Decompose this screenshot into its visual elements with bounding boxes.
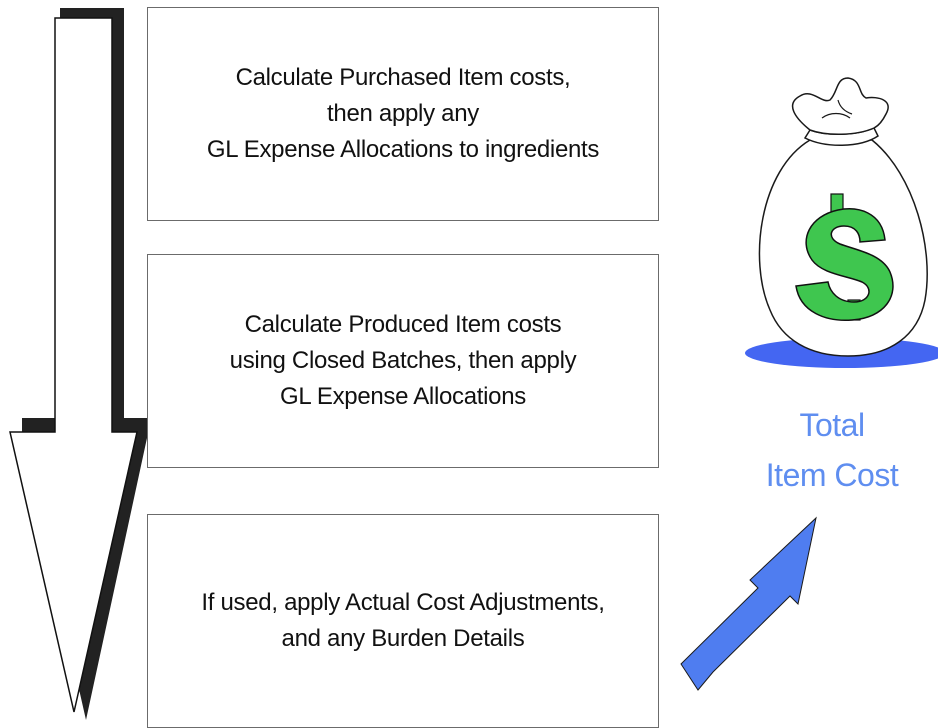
step-text-purchased-items: Calculate Purchased Item costs, then app… [206, 64, 600, 163]
step-text-produced-items: Calculate Produced Item costs using Clos… [229, 311, 577, 410]
up-right-arrow-shape [680, 516, 817, 691]
step-box-adjustments: If used, apply Actual Cost Adjustments, … [147, 514, 659, 728]
dollar-sign-icon [795, 193, 894, 321]
down-arrow-icon [9, 8, 147, 720]
step-box-purchased-items: Calculate Purchased Item costs, then app… [147, 7, 659, 221]
total-item-cost-label: Total Item Cost [765, 407, 899, 493]
money-bag-icon [745, 77, 938, 368]
step-box-produced-items: Calculate Produced Item costs using Clos… [147, 254, 659, 468]
step-text-adjustments: If used, apply Actual Cost Adjustments, … [201, 589, 605, 652]
down-arrow-shape [9, 17, 138, 713]
up-right-arrow-icon [680, 516, 817, 691]
dollar-sign-s [795, 208, 894, 321]
money-bag-fold [821, 99, 853, 119]
